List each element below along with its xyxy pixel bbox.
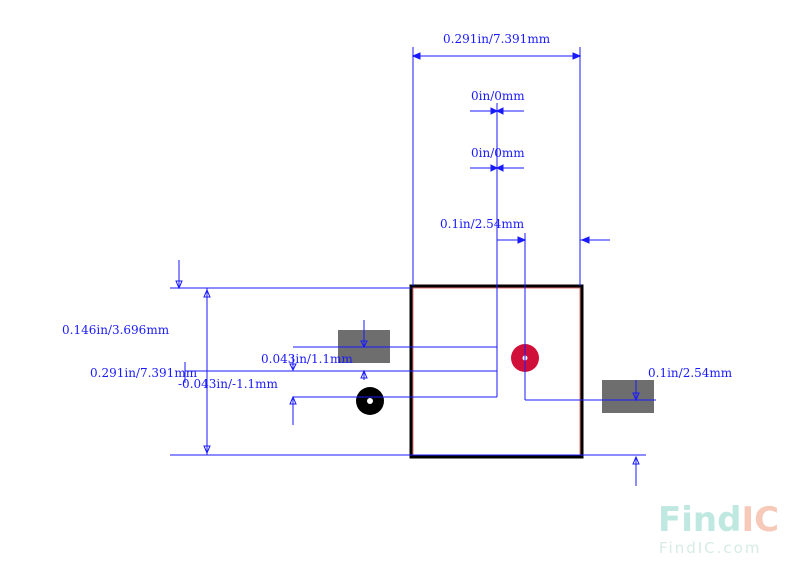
dim-offset-pos: 0.043in/1.1mm xyxy=(261,352,353,366)
dim-pitch-top: 0.1in/2.54mm xyxy=(440,217,525,231)
watermark-url: FindIC.com xyxy=(659,539,761,557)
pin-2-drill xyxy=(367,398,373,404)
pad-right xyxy=(602,380,654,413)
dim-width-top: 0.291in/7.391mm xyxy=(443,32,551,46)
dim-offset-b: 0in/0mm xyxy=(471,146,525,160)
dim-width-left: 0.291in/7.391mm xyxy=(90,366,198,380)
dim-offset-a: 0in/0mm xyxy=(471,89,525,103)
watermark-logo: FindIC xyxy=(658,500,779,540)
dim-pitch-right: 0.1in/2.54mm xyxy=(648,366,733,380)
dimension-lines xyxy=(170,47,656,486)
watermark-find: Find xyxy=(658,500,741,540)
dim-offset-neg: -0.043in/-1.1mm xyxy=(178,377,279,391)
dim-height-left: 0.146in/3.696mm xyxy=(62,323,170,337)
watermark-ic: IC xyxy=(741,500,779,540)
